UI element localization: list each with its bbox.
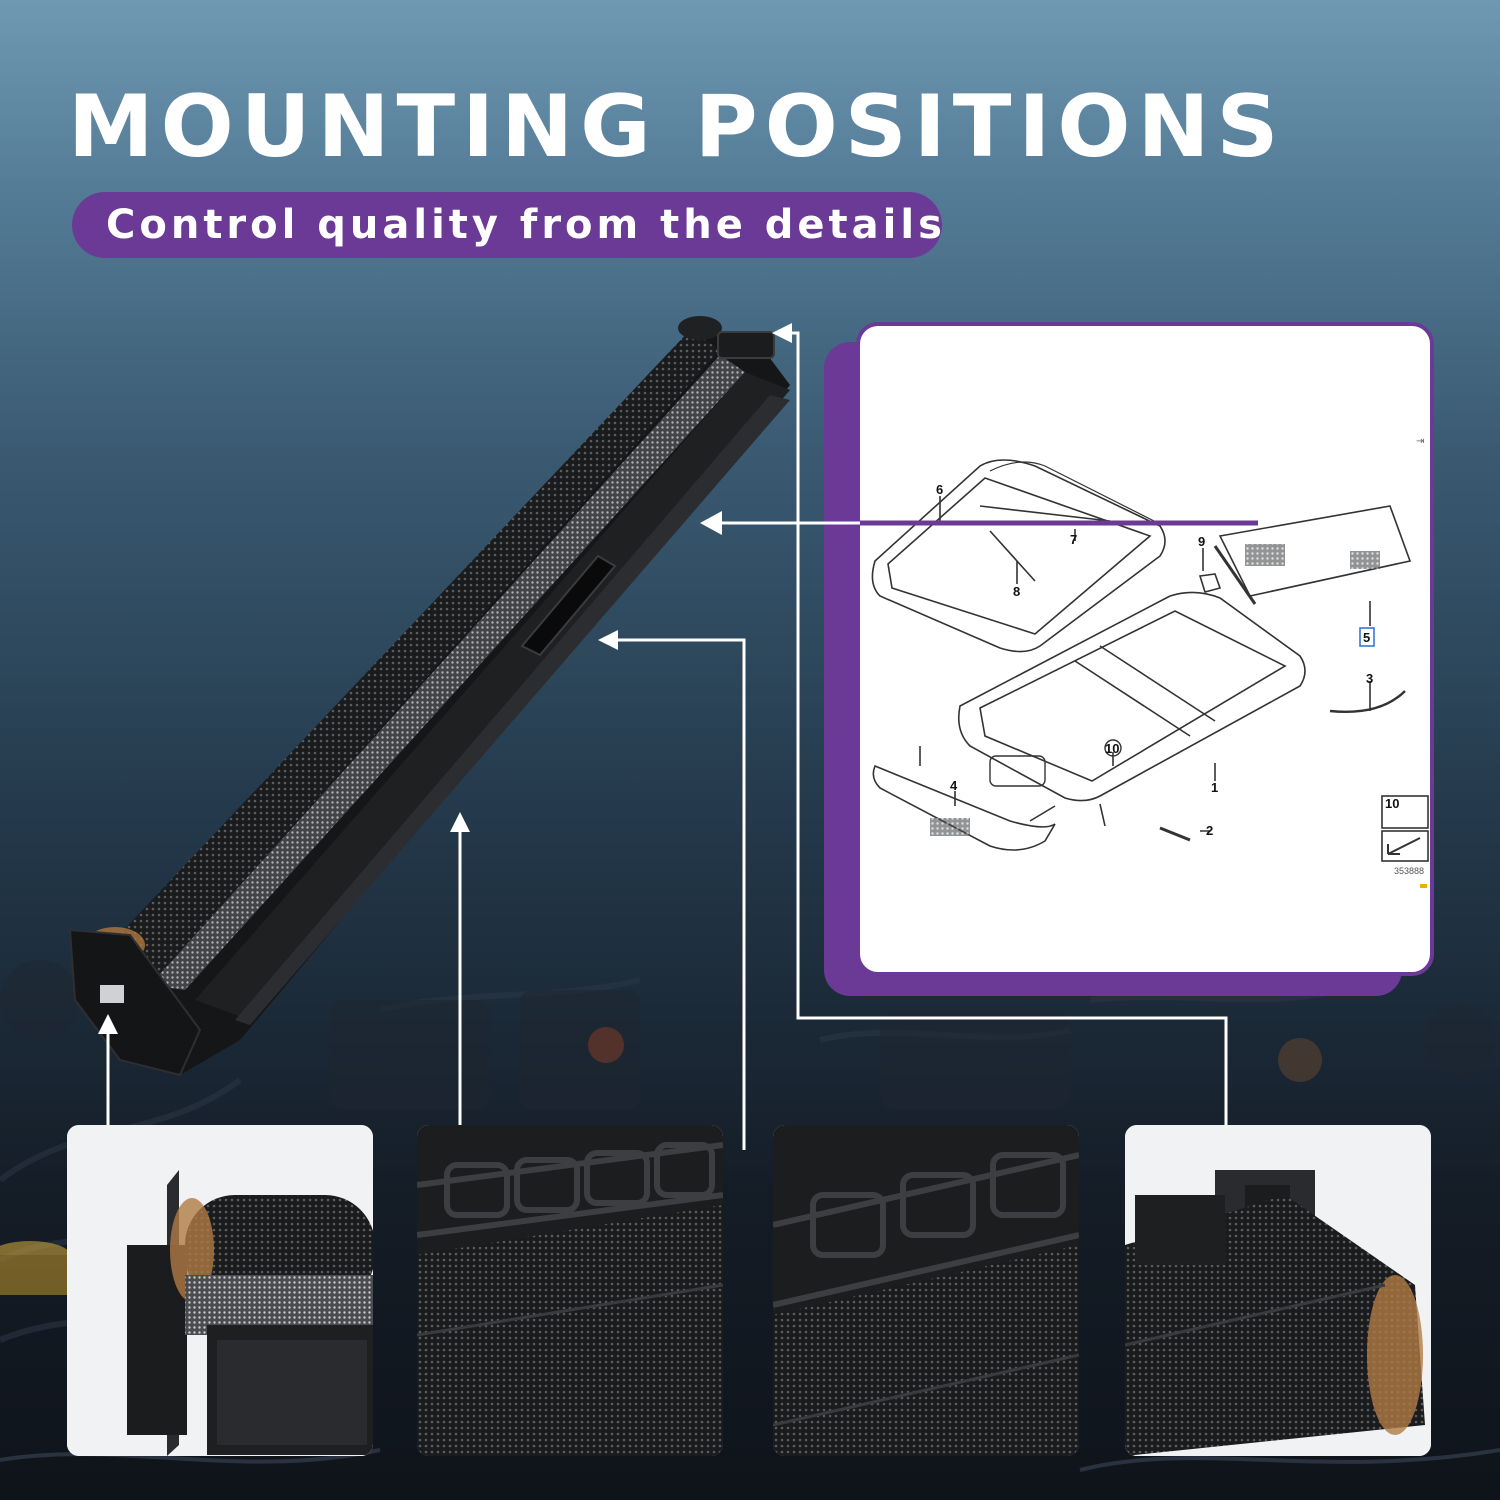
part-label-6: 6 (936, 482, 943, 497)
right-end-clip-photo (1125, 1125, 1431, 1456)
tagline-banner: Control quality from the details (72, 192, 942, 258)
part-label-3: 3 (1366, 671, 1373, 686)
part-label-5: 5 (1363, 630, 1370, 645)
part-label-9: 9 (1198, 534, 1205, 549)
part-label-10: 10 (1105, 741, 1119, 756)
detail-view-center-left (417, 1125, 723, 1456)
corner-mark-icon: ⇥ (1416, 436, 1424, 447)
left-end-roller-photo (67, 1125, 373, 1456)
detail-view-right-end (1125, 1125, 1431, 1456)
center-frame-grid-photo (417, 1125, 723, 1456)
center-frame-grid-photo (773, 1125, 1079, 1456)
reference-marker (1420, 884, 1427, 888)
part-label-2: 2 (1206, 823, 1213, 838)
part-label-1: 1 (1211, 780, 1218, 795)
legend-number: 10 (1385, 796, 1399, 811)
sunroof-exploded-diagram: 6 7 8 9 5 3 10 1 2 4 10 353888 ⇥ (871, 436, 1429, 888)
part-label-8: 8 (1013, 584, 1020, 599)
parts-diagram-panel: 6 7 8 9 5 3 10 1 2 4 10 353888 ⇥ (856, 322, 1434, 976)
reference-code: 353888 (1394, 866, 1424, 876)
detail-view-left-end (67, 1125, 373, 1456)
headline: MOUNTING POSITIONS (68, 77, 1286, 177)
detail-view-center-right (773, 1125, 1079, 1456)
tagline: Control quality from the details (106, 202, 946, 248)
part-label-4: 4 (950, 778, 958, 793)
part-label-7: 7 (1070, 532, 1077, 547)
